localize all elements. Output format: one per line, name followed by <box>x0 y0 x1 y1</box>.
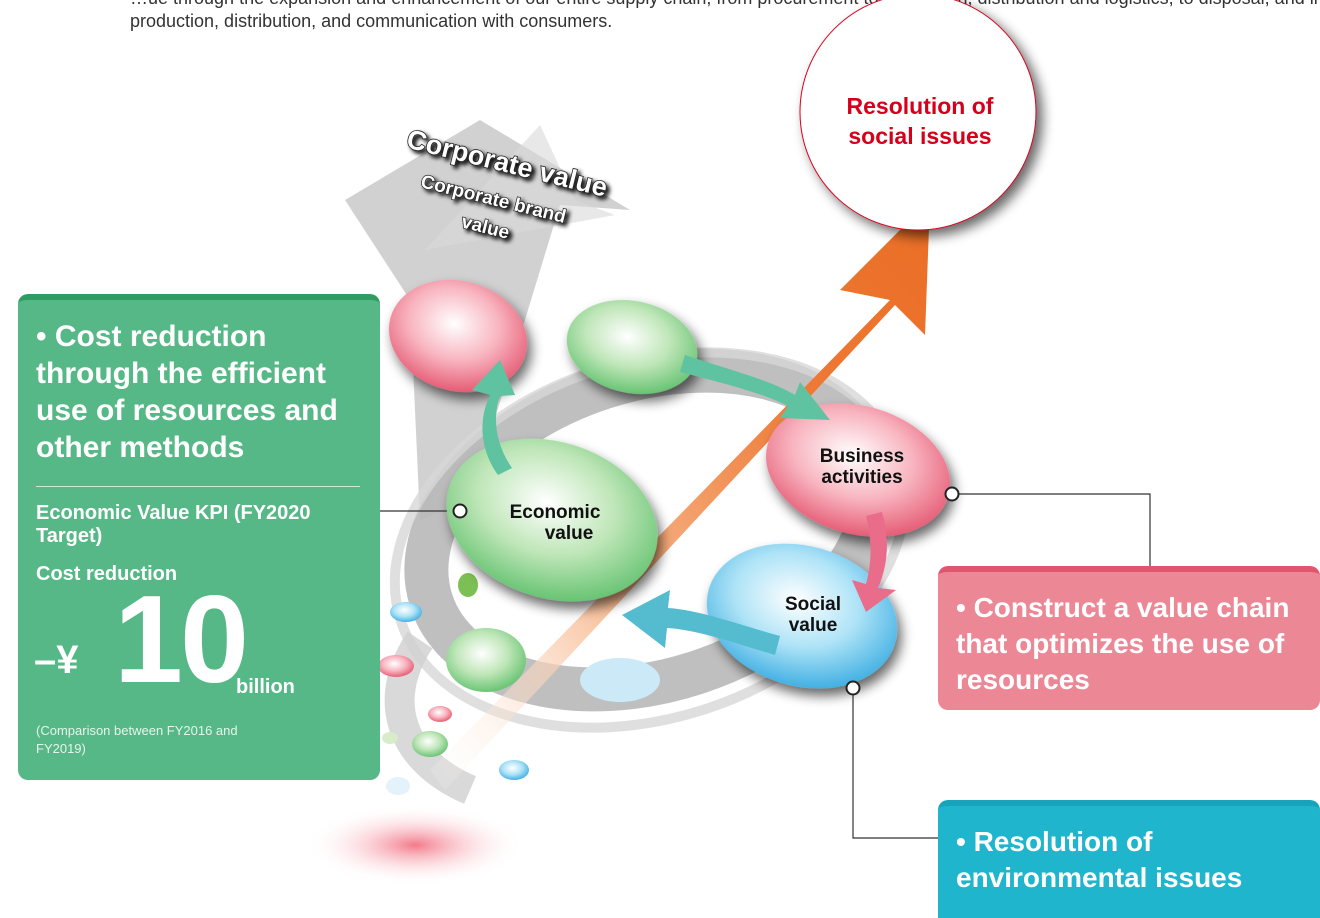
cycle-arrow-to-business <box>680 355 830 420</box>
connector-social <box>852 688 938 839</box>
connector-business <box>952 493 1151 566</box>
small-sphere <box>412 731 448 757</box>
resolution-label-line-1: Resolution of <box>847 93 994 119</box>
environment-bullet: • Resolution of environmental issues <box>956 826 1243 893</box>
resolution-circle <box>799 0 1037 231</box>
economic-value-label-line-2: value <box>545 523 594 544</box>
cycle-arrow-business-to-social <box>852 512 896 612</box>
small-sphere <box>458 573 478 597</box>
small-sphere <box>390 602 422 622</box>
connector-dot-business <box>944 486 960 502</box>
kpi-value: 10 <box>114 571 249 709</box>
economic-value-panel: • Cost reduction through the efficient u… <box>18 294 380 780</box>
value-chain-bullet: • Construct a value chain that optimizes… <box>956 592 1290 695</box>
environment-panel: • Resolution of environmental issues <box>938 800 1320 918</box>
connector-dot-economic <box>452 503 468 519</box>
corporate-pink-sphere <box>388 279 528 393</box>
economic-panel-bullet: • Cost reduction through the efficient u… <box>36 320 338 464</box>
panel-divider <box>36 486 360 487</box>
corporate-value-arrow-head <box>425 125 615 250</box>
kpi-title: Economic Value KPI (FY2020 Target) <box>36 502 311 547</box>
value-chain-panel: • Construct a value chain that optimizes… <box>938 566 1320 710</box>
small-sphere <box>386 777 410 795</box>
kpi-prefix: –¥ <box>34 638 79 682</box>
connector-dot-social <box>845 680 861 696</box>
kpi-label: Cost reduction <box>36 563 178 585</box>
social-issues-arrow <box>430 200 930 790</box>
social-value-node <box>706 543 898 689</box>
small-sphere <box>499 760 529 780</box>
small-sphere <box>382 732 398 744</box>
kpi-unit: billion <box>236 676 295 698</box>
intro-text-line-1: …ue through the expansion and enhancemen… <box>130 0 1320 9</box>
business-activities-node <box>765 403 951 537</box>
small-sphere <box>580 658 660 702</box>
resolution-label-line-2: social issues <box>848 123 991 149</box>
small-sphere <box>446 628 526 692</box>
intro-text-line-2: production, distribution, and communicat… <box>130 11 613 31</box>
small-sphere <box>428 706 452 722</box>
cycle-arrow-social-to-economic <box>622 590 780 655</box>
corporate-green-sphere <box>566 299 698 395</box>
kpi-note: (Comparison between FY2016 and FY2019) <box>36 723 238 756</box>
economic-value-label: Economic <box>510 502 601 523</box>
social-value-label-line-2: value <box>789 615 838 636</box>
social-value-label: Social <box>785 594 841 615</box>
small-sphere <box>378 655 414 677</box>
business-activities-label: Business <box>820 446 904 467</box>
bottom-glow <box>305 805 525 885</box>
economic-value-node <box>446 438 658 602</box>
business-activities-label-line-2: activities <box>821 467 902 488</box>
cycle-arrow-economic-to-corporate <box>472 360 515 475</box>
